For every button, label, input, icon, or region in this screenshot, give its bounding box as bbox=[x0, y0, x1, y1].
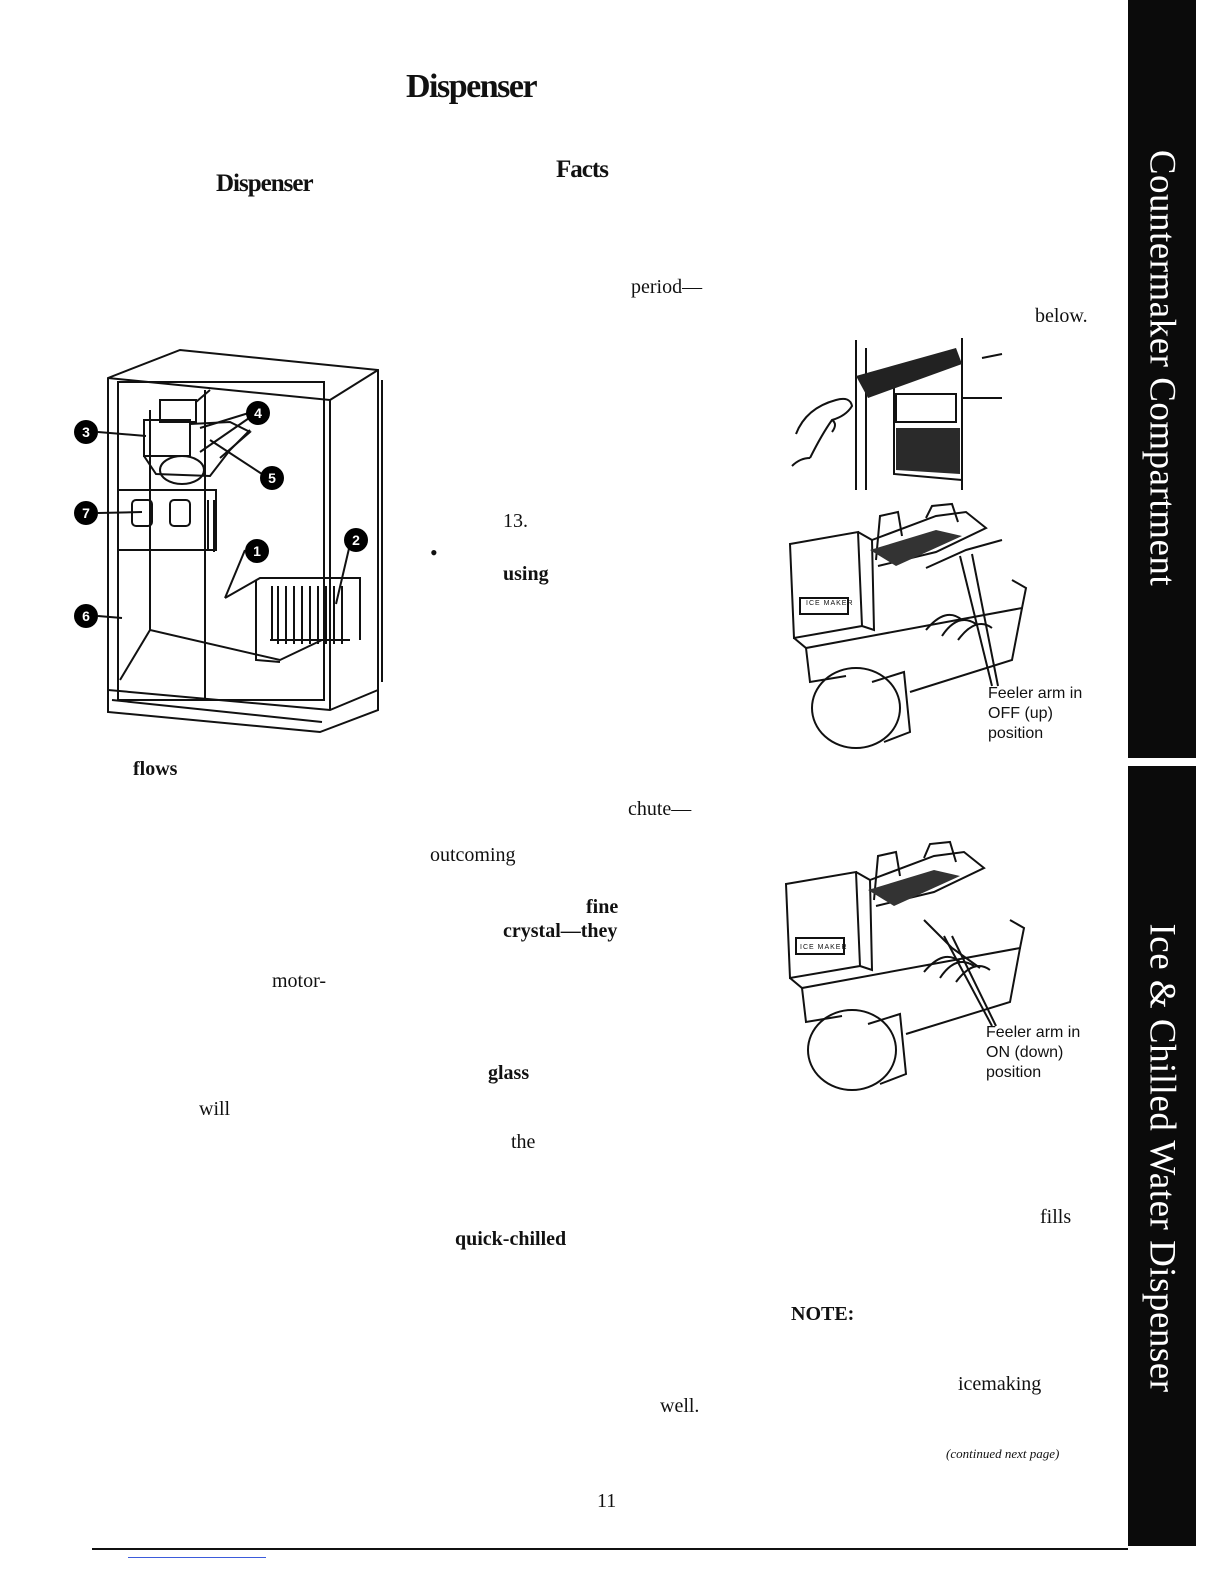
icemaker-label-bottom: ICE MAKER bbox=[800, 944, 848, 951]
text-13: 13. bbox=[503, 510, 528, 532]
side-tab-countermaker: Countermaker Compartment bbox=[1128, 0, 1196, 758]
text-glass: glass bbox=[488, 1062, 530, 1084]
callout-2: 2 bbox=[344, 528, 368, 552]
callout-4: 4 bbox=[246, 401, 270, 425]
text-well: well. bbox=[660, 1395, 700, 1417]
side-tab-ice-water: Ice & Chilled Water Dispenser bbox=[1128, 766, 1196, 1546]
side-tab-countermaker-label: Countermaker Compartment bbox=[1141, 149, 1183, 587]
text-chute: chute— bbox=[628, 798, 692, 820]
icemaker-off-illustration bbox=[788, 502, 1028, 749]
callout-3: 3 bbox=[74, 420, 98, 444]
text-outcoming: outcoming bbox=[430, 844, 516, 866]
text-below: below. bbox=[1035, 305, 1088, 327]
footer-link-underline bbox=[128, 1557, 266, 1558]
footer-rule bbox=[92, 1548, 1128, 1550]
text-using: using bbox=[503, 563, 549, 585]
text-flows: flows bbox=[133, 758, 178, 780]
continued-note: (continued next page) bbox=[946, 1446, 1060, 1461]
callout-6: 6 bbox=[74, 604, 98, 628]
refrigerator-diagram bbox=[97, 348, 383, 734]
icemaker-on-illustration bbox=[784, 840, 1026, 1091]
callout-5: 5 bbox=[260, 466, 284, 490]
caption-feeler-off: Feeler arm in OFF (up) position bbox=[988, 685, 1083, 742]
section-heading-right: Facts bbox=[556, 156, 609, 183]
page-number: 11 bbox=[597, 1490, 617, 1512]
caption-feeler-on: Feeler arm in ON (down) position bbox=[986, 1024, 1081, 1081]
text-the: the bbox=[511, 1131, 536, 1153]
text-note: NOTE: bbox=[791, 1303, 855, 1325]
text-quick-chilled: quick-chilled bbox=[455, 1228, 567, 1250]
text-crystal: crystal—they bbox=[503, 920, 618, 942]
text-will: will bbox=[199, 1098, 231, 1120]
door-opening-illustration bbox=[791, 338, 1003, 490]
text-fills: fills bbox=[1040, 1206, 1072, 1228]
side-tab-ice-water-label: Ice & Chilled Water Dispenser bbox=[1141, 923, 1183, 1393]
text-icemaking: icemaking bbox=[958, 1373, 1042, 1395]
callout-7: 7 bbox=[74, 501, 98, 525]
icemaker-label-top: ICE MAKER bbox=[806, 600, 854, 607]
text-fine: fine bbox=[586, 896, 619, 918]
callout-1: 1 bbox=[245, 539, 269, 563]
page-title: Dispenser bbox=[406, 68, 538, 105]
text-motor: motor- bbox=[272, 970, 327, 992]
section-heading-left: Dispenser bbox=[216, 170, 314, 197]
text-bullet: • bbox=[430, 540, 438, 565]
text-period: period— bbox=[631, 276, 703, 298]
